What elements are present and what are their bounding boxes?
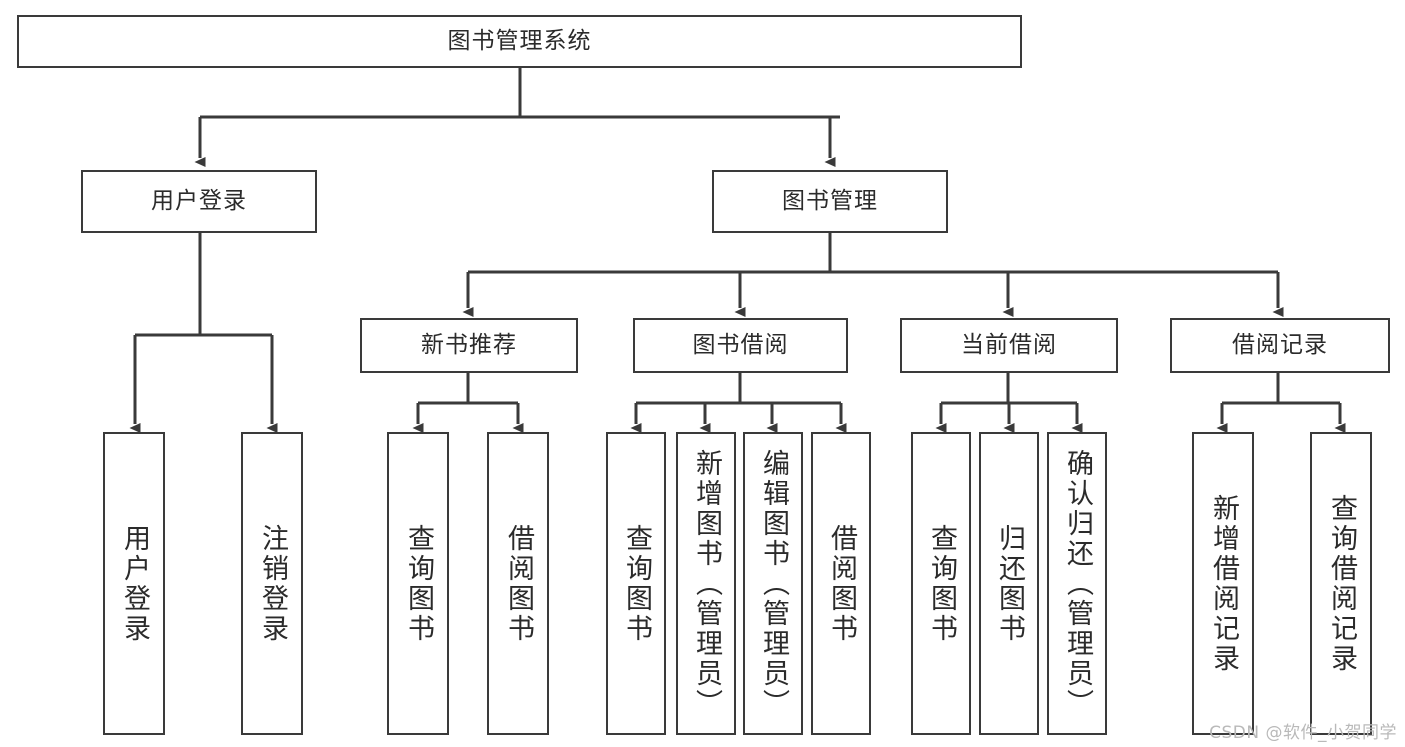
node-book-borrow-label: 图书借阅 [692,331,789,358]
node-root-system-label: 图书管理系统 [447,27,592,54]
node-leaf-cb-query-book-label: 查询图书 [925,523,957,644]
node-leaf-cb-return-book-label: 归还图书 [993,523,1025,644]
node-leaf-cb-query-book[interactable]: 查询图书 [911,432,971,735]
node-leaf-cb-return-book[interactable]: 归还图书 [979,432,1039,735]
node-book-manage[interactable]: 图书管理 [712,170,948,233]
node-leaf-cb-confirm-return[interactable]: 确认归还（管理员） [1047,432,1107,735]
node-new-book-recommend[interactable]: 新书推荐 [360,318,578,373]
node-leaf-cb-confirm-return-label: 确认归还（管理员） [1061,448,1093,719]
node-leaf-bb-add-book[interactable]: 新增图书（管理员） [676,432,736,735]
node-new-book-recommend-label: 新书推荐 [421,331,517,358]
csdn-watermark: CSDN @软件_小贺同学 [1209,723,1397,743]
node-leaf-bb-query-book-label: 查询图书 [620,523,652,644]
node-root-system[interactable]: 图书管理系统 [17,15,1022,68]
node-book-borrow[interactable]: 图书借阅 [633,318,848,373]
node-leaf-bb-edit-book-label: 编辑图书（管理员） [757,448,789,719]
node-leaf-br-add-record-label: 新增借阅记录 [1207,493,1239,674]
node-leaf-nb-borrow-book[interactable]: 借阅图书 [487,432,549,735]
node-leaf-logout-label: 注销登录 [256,523,288,644]
node-book-manage-label: 图书管理 [782,187,878,214]
node-leaf-logout[interactable]: 注销登录 [241,432,303,735]
node-leaf-bb-borrow-book[interactable]: 借阅图书 [811,432,871,735]
node-leaf-bb-borrow-book-label: 借阅图书 [825,523,857,644]
node-leaf-bb-query-book[interactable]: 查询图书 [606,432,666,735]
node-leaf-br-query-record[interactable]: 查询借阅记录 [1310,432,1372,735]
node-leaf-nb-query-book[interactable]: 查询图书 [387,432,449,735]
node-leaf-nb-query-book-label: 查询图书 [402,523,434,644]
node-borrow-record-label: 借阅记录 [1232,331,1328,358]
node-user-login-label: 用户登录 [151,187,247,214]
node-user-login[interactable]: 用户登录 [81,170,317,233]
node-borrow-record[interactable]: 借阅记录 [1170,318,1390,373]
node-leaf-br-query-record-label: 查询借阅记录 [1325,493,1357,674]
node-current-borrow-label: 当前借阅 [961,331,1057,358]
node-leaf-user-login-label: 用户登录 [118,523,150,644]
node-leaf-bb-edit-book[interactable]: 编辑图书（管理员） [743,432,803,735]
node-leaf-user-login[interactable]: 用户登录 [103,432,165,735]
node-current-borrow[interactable]: 当前借阅 [900,318,1118,373]
node-leaf-br-add-record[interactable]: 新增借阅记录 [1192,432,1254,735]
node-leaf-bb-add-book-label: 新增图书（管理员） [690,448,722,719]
node-leaf-nb-borrow-book-label: 借阅图书 [502,523,534,644]
